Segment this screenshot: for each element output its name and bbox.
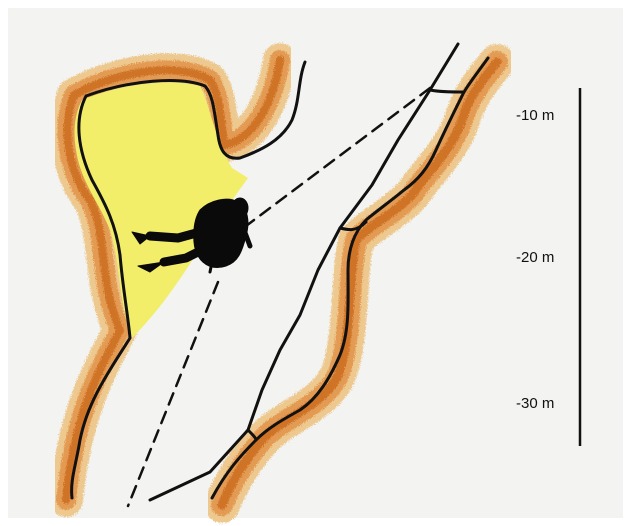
depth-label-20m: -20 m [516, 249, 554, 266]
depth-label-10m: -10 m [516, 107, 554, 124]
depth-label-30m: -30 m [516, 395, 554, 412]
